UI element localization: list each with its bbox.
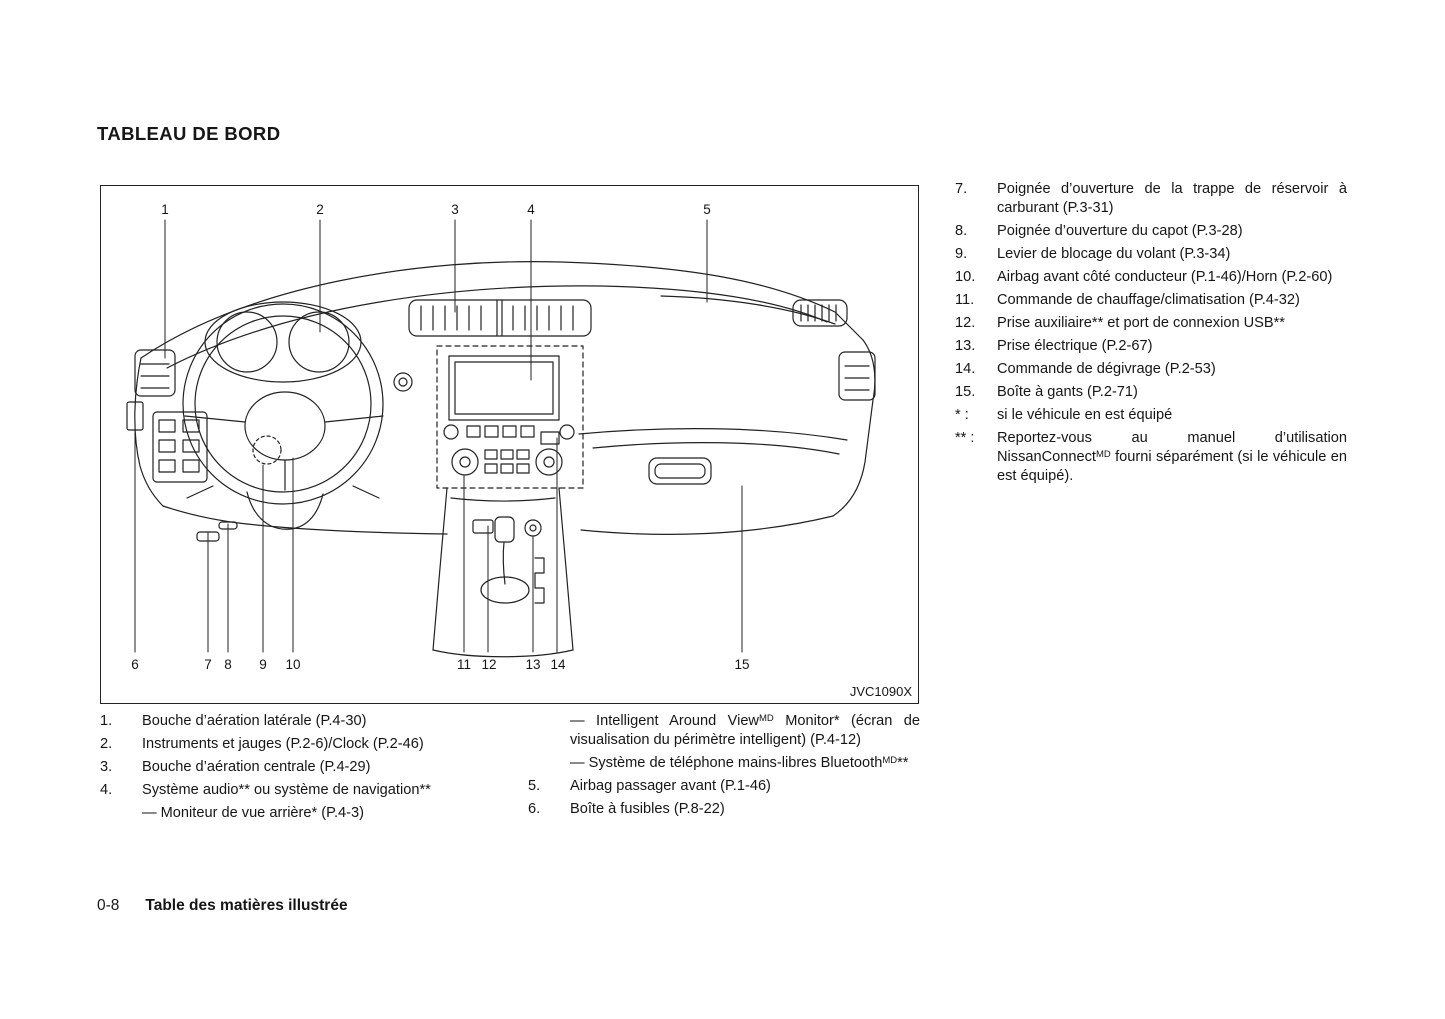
list-item-text: Bouche d’aération latérale (P.4-30) [142, 713, 367, 729]
list-item-text: Prise auxiliaire** et port de connexion … [997, 315, 1285, 331]
list-item-number: 4. [100, 782, 113, 798]
list-item-4-sub-around-view: — Intelligent Around ViewMD Monitor* (éc… [528, 712, 920, 750]
figure-code: JVC1090X [849, 684, 912, 699]
callout-label-7: 7 [204, 657, 212, 672]
footer-section-title: Table des matières illustrée [145, 897, 348, 914]
callout-label-3: 3 [451, 202, 459, 217]
list-item-text: Levier de blocage du volant (P.3-34) [997, 246, 1231, 262]
list-item-14: 14. Commande de dégivrage (P.2-53) [955, 360, 1347, 379]
bottom-left-list: 1. Bouche d’aération latérale (P.4-30) 2… [100, 712, 498, 827]
list-item-text: — Moniteur de vue arrière* (P.4-3) [142, 805, 364, 821]
list-item-10: 10. Airbag avant côté conducteur (P.1-46… [955, 268, 1347, 287]
list-item-text: Bouche d’aération centrale (P.4-29) [142, 759, 371, 775]
list-item-5: 5. Airbag passager avant (P.1-46) [528, 777, 920, 796]
list-item-4-sub-bluetooth: — Système de téléphone mains-libres Blue… [528, 754, 920, 773]
page-title: TABLEAU DE BORD [97, 123, 281, 144]
list-item-number: 2. [100, 736, 113, 752]
list-item-11: 11. Commande de chauffage/climatisation … [955, 291, 1347, 310]
list-item-text: Instruments et jauges (P.2-6)/Clock (P.2… [142, 736, 424, 752]
note-double-asterisk: ** : Reportez-vous au manuel d’utilisati… [955, 429, 1347, 486]
callout-label-10: 10 [285, 657, 301, 672]
sub-item-pre: — Intelligent Around View [570, 713, 759, 729]
note-text-post: fourni séparément (si le véhicule en est… [997, 449, 1347, 484]
sub-item-pre: — Système de téléphone mains-libres Blue… [570, 755, 883, 771]
list-item-number: 3. [100, 759, 113, 775]
callout-label-6: 6 [131, 657, 139, 672]
callout-label-2: 2 [316, 202, 324, 217]
list-item-number: 13. [955, 338, 976, 354]
list-item-13: 13. Prise électrique (P.2-67) [955, 337, 1347, 356]
note-text-pre: Reportez-vous au manuel d’utilisation Ni… [997, 430, 1347, 465]
list-item-number: 9. [955, 246, 968, 262]
list-item-3: 3. Bouche d’aération centrale (P.4-29) [100, 758, 498, 777]
list-item-text: Airbag passager avant (P.1-46) [570, 778, 771, 794]
list-item-text: Boîte à gants (P.2-71) [997, 384, 1138, 400]
list-item-2: 2. Instruments et jauges (P.2-6)/Clock (… [100, 735, 498, 754]
note-single-asterisk: * : si le véhicule en est équipé [955, 406, 1347, 425]
callout-label-13: 13 [525, 657, 541, 672]
list-item-text: Boîte à fusibles (P.8-22) [570, 801, 725, 817]
list-item-number: 6. [528, 801, 541, 817]
trademark-superscript: MD [1095, 449, 1111, 460]
list-item-text: — Intelligent Around ViewMD Monitor* (éc… [570, 712, 920, 750]
list-item-number-spacer [100, 804, 142, 823]
list-item-text: Système audio** ou système de navigation… [142, 782, 431, 798]
sub-item-post: Monitor* (écran de visualisation du péri… [570, 713, 920, 748]
list-item-number: 15. [955, 384, 976, 400]
list-item-number-spacer [528, 754, 570, 773]
list-item-number: 14. [955, 361, 976, 377]
list-item-4-sub-rear-monitor: — Moniteur de vue arrière* (P.4-3) [100, 804, 498, 823]
callout-label-1: 1 [161, 202, 169, 217]
callout-label-8: 8 [224, 657, 232, 672]
list-item-text: Commande de dégivrage (P.2-53) [997, 361, 1216, 377]
trademark-superscript: MD [758, 713, 774, 724]
list-item-text: Poignée d’ouverture du capot (P.3-28) [997, 223, 1243, 239]
list-item-number: 5. [528, 778, 541, 794]
list-item-12: 12. Prise auxiliaire** et port de connex… [955, 314, 1347, 333]
dashboard-illustration [126, 219, 876, 658]
list-item-7: 7. Poignée d’ouverture de la trappe de r… [955, 180, 1347, 218]
callout-label-4: 4 [527, 202, 535, 217]
list-item-4: 4. Système audio** ou système de navigat… [100, 781, 498, 800]
list-item-number: 10. [955, 269, 976, 285]
bottom-middle-list: — Intelligent Around ViewMD Monitor* (éc… [528, 712, 920, 823]
callout-label-9: 9 [259, 657, 267, 672]
list-item-15: 15. Boîte à gants (P.2-71) [955, 383, 1347, 402]
list-item-number: 12. [955, 315, 976, 331]
figure-box: 1 2 3 4 5 6 7 8 9 10 11 12 13 14 15 JVC1… [100, 185, 919, 704]
list-item-text: — Système de téléphone mains-libres Blue… [570, 754, 920, 773]
list-item-number: 11. [955, 292, 975, 308]
list-item-9: 9. Levier de blocage du volant (P.3-34) [955, 245, 1347, 264]
callout-label-5: 5 [703, 202, 711, 217]
list-item-text: Airbag avant côté conducteur (P.1-46)/Ho… [997, 269, 1333, 285]
list-item-1: 1. Bouche d’aération latérale (P.4-30) [100, 712, 498, 731]
right-list: 7. Poignée d’ouverture de la trappe de r… [955, 180, 1347, 490]
list-item-text: Poignée d’ouverture de la trappe de rése… [997, 181, 1347, 216]
list-item-number-spacer [528, 712, 570, 750]
note-marker: * : [955, 407, 969, 423]
sub-item-post: ** [897, 755, 909, 771]
trademark-superscript: MD [882, 755, 898, 766]
page-footer: 0-8 Table des matières illustrée [97, 897, 348, 915]
note-marker: ** : [955, 430, 975, 446]
list-item-text: Commande de chauffage/climatisation (P.4… [997, 292, 1300, 308]
callout-label-12: 12 [481, 657, 497, 672]
list-item-number: 1. [100, 713, 113, 729]
list-item-8: 8. Poignée d’ouverture du capot (P.3-28) [955, 222, 1347, 241]
callout-label-14: 14 [550, 657, 566, 672]
page-number: 0-8 [97, 897, 120, 914]
note-text: si le véhicule en est équipé [997, 407, 1173, 423]
callout-label-15: 15 [734, 657, 750, 672]
list-item-number: 8. [955, 223, 968, 239]
list-item-number: 7. [955, 181, 968, 197]
callout-label-11: 11 [456, 657, 472, 672]
list-item-6: 6. Boîte à fusibles (P.8-22) [528, 800, 920, 819]
list-item-text: Prise électrique (P.2-67) [997, 338, 1153, 354]
note-text: Reportez-vous au manuel d’utilisation Ni… [997, 429, 1347, 486]
